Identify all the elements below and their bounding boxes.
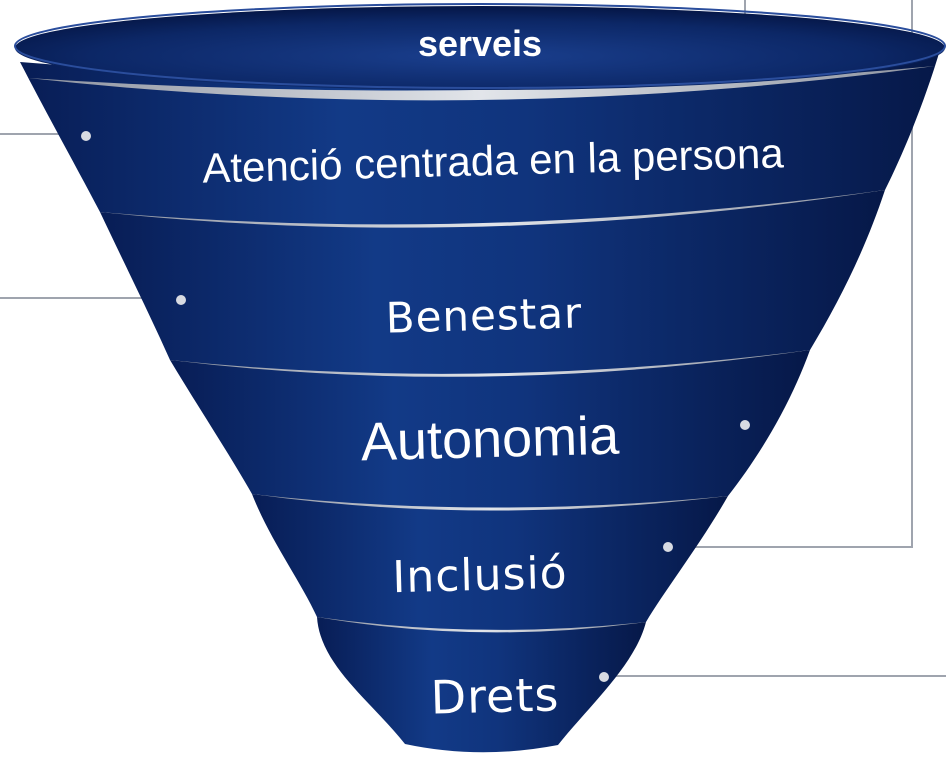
connector-dot-1 bbox=[81, 131, 91, 141]
connector-line-4 bbox=[668, 0, 913, 548]
band-inclusio bbox=[252, 494, 728, 630]
band-drets bbox=[317, 617, 646, 753]
connector-dot-3 bbox=[740, 420, 750, 430]
level-label-inclusio: Inclusió bbox=[391, 547, 569, 604]
funnel-top-highlight bbox=[14, 3, 946, 89]
connector-dots bbox=[81, 131, 750, 682]
band-autonomia bbox=[170, 350, 810, 508]
level-label-drets: Drets bbox=[430, 667, 560, 725]
band-benestar bbox=[100, 190, 885, 374]
level-label-benestar: Benestar bbox=[385, 288, 583, 343]
funnel-top bbox=[15, 6, 945, 90]
rim-1 bbox=[28, 66, 935, 101]
level-label-autonomia: Autonomia bbox=[360, 405, 620, 473]
rim-5 bbox=[317, 617, 646, 633]
funnel-bands bbox=[14, 3, 946, 753]
connector-dot-2 bbox=[176, 295, 186, 305]
connector-dot-4 bbox=[663, 542, 673, 552]
funnel-top-label: serveis bbox=[417, 23, 543, 64]
connector-dot-5 bbox=[599, 672, 609, 682]
